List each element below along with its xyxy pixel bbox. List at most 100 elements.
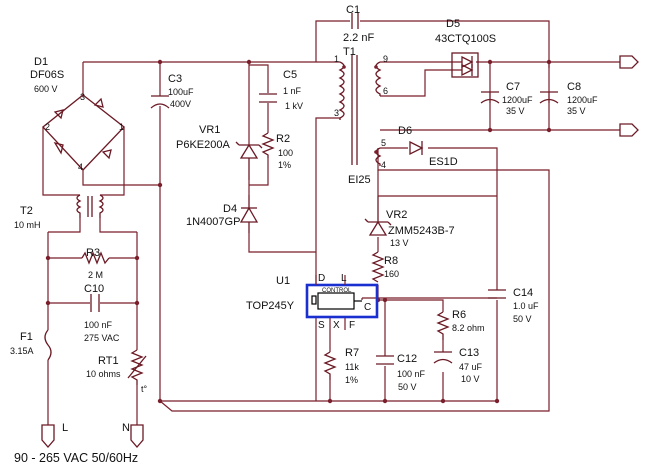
vr1-ref: VR1 xyxy=(199,124,220,136)
t1-pin-9: 9 xyxy=(383,54,388,64)
u1-chip-label: CONTROL xyxy=(322,288,352,294)
c3-ref: C3 xyxy=(168,73,182,85)
f1-fuse-symbol xyxy=(44,329,52,361)
f1-value: 3.15A xyxy=(10,346,34,356)
t2-value: 10 mH xyxy=(14,220,41,230)
u1-pin-c: C xyxy=(364,302,371,313)
c13-symbol xyxy=(433,351,453,364)
c10-ref: C10 xyxy=(84,283,104,295)
c12-value: 100 nF xyxy=(397,369,426,379)
t1-core: EI25 xyxy=(348,174,371,186)
r8-symbol xyxy=(371,251,385,283)
c8-ref: C8 xyxy=(567,81,581,93)
c14-symbol xyxy=(488,289,506,299)
t1-transformer-symbol xyxy=(338,55,382,166)
vr2-ref: VR2 xyxy=(386,209,407,221)
rt1-ref: RT1 xyxy=(98,355,119,367)
rt1-symbol-label: t° xyxy=(141,384,148,394)
t1-pin-6: 6 xyxy=(383,86,388,96)
vr2-value: ZMM5243B-7 xyxy=(388,225,455,237)
c10-symbol xyxy=(90,294,100,312)
d6-ref: D6 xyxy=(398,125,412,137)
output-connector-plus xyxy=(619,55,639,69)
r2-value: 100 xyxy=(278,148,293,158)
c8-rating: 35 V xyxy=(567,106,586,116)
c10-value: 100 nF xyxy=(84,320,113,330)
d6-symbol xyxy=(409,140,424,156)
d1-rating: 600 V xyxy=(34,84,58,94)
c5-symbol xyxy=(259,93,277,103)
c5-ref: C5 xyxy=(283,69,297,81)
r3-ref: R3 xyxy=(86,247,100,259)
bridge-pin-3: 3 xyxy=(80,92,85,102)
c5-value: 1 nF xyxy=(283,86,302,96)
c10-rating: 275 VAC xyxy=(84,333,120,343)
vr2-zener-symbol xyxy=(364,196,392,236)
c12-rating: 50 V xyxy=(398,382,417,392)
t1-ref: T1 xyxy=(343,46,356,58)
d5-value: 43CTQ100S xyxy=(435,33,496,45)
labels: C1 2.2 nF D5 43CTQ100S T1 EI25 D1 DF06S … xyxy=(10,4,598,465)
connector-l-label: L xyxy=(62,422,68,434)
r3-value: 2 M xyxy=(88,270,103,280)
d5-dual-diode-symbol xyxy=(451,52,479,78)
f1-ref: F1 xyxy=(20,331,33,343)
rt1-value: 10 ohms xyxy=(86,369,121,379)
bridge-rectifier-d1 xyxy=(42,94,125,171)
c1-value: 2.2 nF xyxy=(343,32,374,44)
c13-ref: C13 xyxy=(459,347,479,359)
r7-value: 11k xyxy=(345,362,359,372)
bridge-pin-1: 1 xyxy=(119,122,124,132)
r6-value: 8.2 ohm xyxy=(452,323,485,333)
t1-pin-3: 3 xyxy=(334,108,339,118)
c13-value: 47 uF xyxy=(459,362,483,372)
vr2-rating: 13 V xyxy=(390,238,409,248)
c12-symbol xyxy=(376,355,394,365)
vr1-value: P6KE200A xyxy=(176,139,230,151)
r8-value: 160 xyxy=(384,269,399,279)
t1-pin-4: 4 xyxy=(381,160,386,170)
d4-value: 1N4007GP xyxy=(186,216,240,228)
d1-ref: D1 xyxy=(34,56,48,68)
c3-value: 100uF xyxy=(168,87,194,97)
bridge-pin-2: 2 xyxy=(45,122,50,132)
u1-topswitch-symbol xyxy=(305,275,379,319)
d6-value: ES1D xyxy=(429,156,458,168)
d1-value: DF06S xyxy=(30,69,64,81)
r3-symbol xyxy=(81,251,110,265)
c8-value: 1200uF xyxy=(567,95,598,105)
wires xyxy=(42,20,620,425)
c14-ref: C14 xyxy=(513,287,533,299)
c3-rating: 400V xyxy=(170,99,191,109)
r2-tol: 1% xyxy=(278,160,291,170)
d4-symbol xyxy=(239,195,259,233)
c7-value: 1200uF xyxy=(502,95,533,105)
r6-ref: R6 xyxy=(452,309,466,321)
rt1-thermistor-symbol xyxy=(127,349,147,385)
u1-pin-x: X xyxy=(333,320,340,331)
c1-ref: C1 xyxy=(346,4,360,16)
r2-symbol xyxy=(261,132,275,158)
r7-ref: R7 xyxy=(345,347,359,359)
t2-choke-symbol xyxy=(76,194,104,218)
c3-symbol xyxy=(150,95,170,109)
vr1-tvs-symbol xyxy=(235,141,263,180)
input-connector-line xyxy=(41,424,55,448)
u1-pin-d: D xyxy=(318,273,325,284)
input-connector-neutral xyxy=(130,424,144,448)
c12-ref: C12 xyxy=(397,353,417,365)
d5-ref: D5 xyxy=(446,18,460,30)
r8-ref: R8 xyxy=(384,255,398,267)
u1-ref: U1 xyxy=(276,275,290,287)
d4-ref: D4 xyxy=(223,203,237,215)
c14-rating: 50 V xyxy=(513,314,532,324)
c13-rating: 10 V xyxy=(461,374,480,384)
c1-symbol xyxy=(351,13,359,29)
u1-value: TOP245Y xyxy=(246,300,295,312)
u1-pin-f: F xyxy=(349,320,355,331)
c14-value: 1.0 uF xyxy=(513,301,539,311)
input-voltage-label: 90 - 265 VAC 50/60Hz xyxy=(14,451,138,465)
c5-rating: 1 kV xyxy=(285,101,303,111)
cap-leads xyxy=(489,92,550,103)
